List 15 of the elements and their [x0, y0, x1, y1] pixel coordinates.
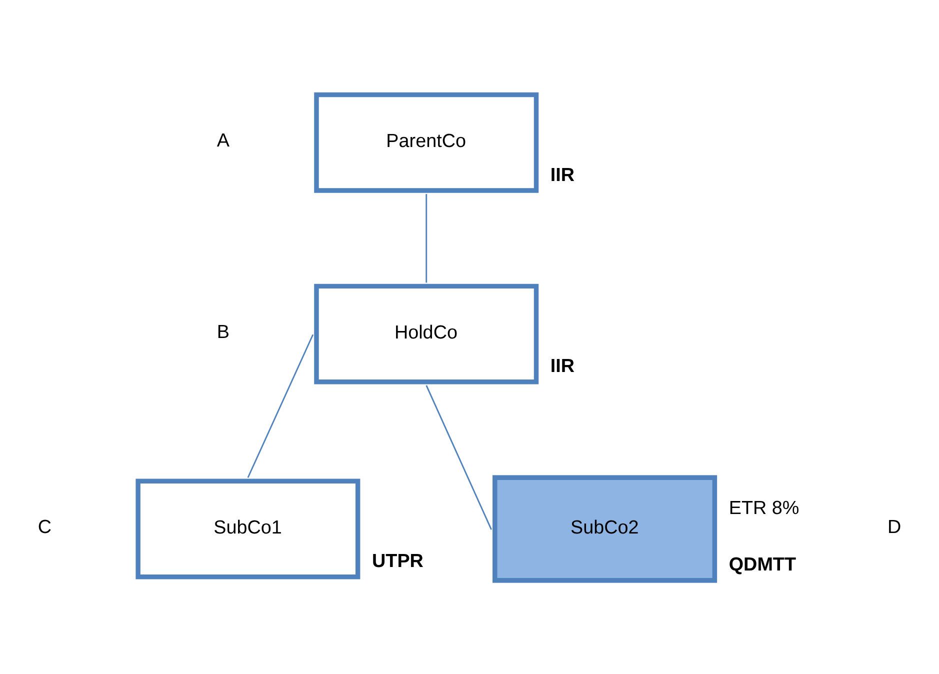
node-label: IIR: [550, 356, 575, 378]
node-box: ParentCo: [314, 92, 539, 193]
node-label: IIR: [550, 164, 575, 186]
label: B: [216, 322, 230, 343]
node-label: QDMTT: [728, 554, 796, 576]
connector: [426, 194, 428, 283]
connector: [247, 334, 314, 478]
label: A: [216, 130, 230, 152]
label: C: [38, 516, 52, 538]
node-label: ETR 8%: [728, 498, 800, 520]
node-label: UTPR: [372, 551, 424, 572]
connector: [426, 385, 492, 530]
node-box: SubCo1: [136, 478, 360, 580]
node-box: HoldCo: [314, 284, 539, 384]
label: D: [887, 516, 902, 538]
